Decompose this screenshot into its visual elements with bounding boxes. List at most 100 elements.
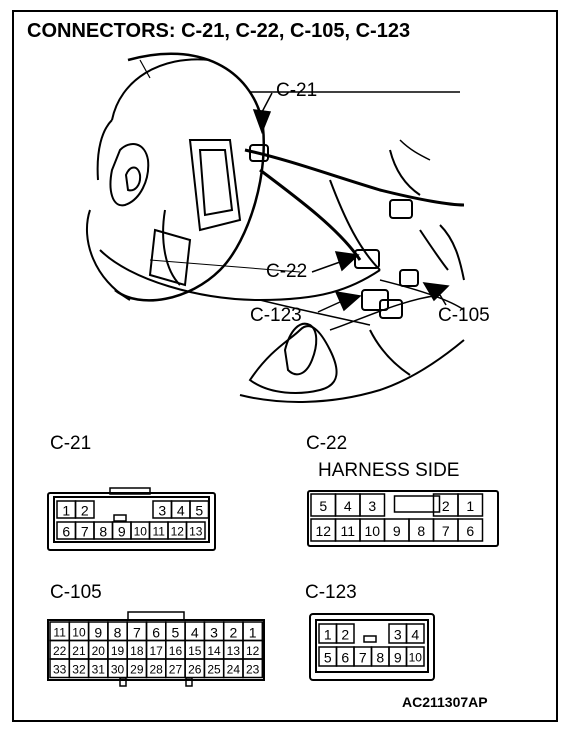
pin-number: 1 [249, 624, 257, 640]
pin-number: 16 [169, 644, 183, 658]
label-c123: C-123 [305, 582, 357, 603]
pin-number: 5 [195, 503, 203, 519]
pin-cavity [185, 521, 206, 540]
pin-number: 19 [111, 644, 125, 658]
pin-number: 8 [114, 624, 122, 640]
pin-number: 2 [442, 498, 450, 514]
pin-number: 2 [81, 503, 89, 519]
arrow-c105 [422, 282, 450, 302]
pin-number: 27 [169, 662, 183, 676]
reference-code: AC211307AP [402, 694, 488, 710]
pin-number: 8 [417, 523, 425, 539]
pin-cavity [405, 646, 425, 667]
pin-number: 1 [466, 498, 474, 514]
label-c22-harness-side: HARNESS SIDE [318, 460, 460, 481]
pin-number: 4 [191, 624, 199, 640]
pin-number: 6 [466, 523, 474, 539]
pin-number: 1 [324, 627, 332, 643]
pin-number: 3 [368, 498, 376, 514]
c21-key [113, 514, 127, 522]
pin-cavity [242, 658, 264, 679]
c22-blank-cavity [393, 495, 441, 513]
pin-number: 10 [72, 625, 86, 639]
pin-number: 11 [340, 523, 355, 539]
callout-leaders [252, 92, 450, 313]
callout-c105: C-105 [438, 305, 490, 326]
pin-number: 10 [409, 651, 423, 665]
arrow-c21 [252, 109, 272, 135]
label-c105: C-105 [50, 582, 102, 603]
pin-number: 13 [227, 644, 241, 658]
pin-number: 3 [158, 503, 166, 519]
pin-cavity [457, 518, 484, 542]
pin-number: 1 [62, 503, 70, 519]
arrow-c22 [334, 251, 360, 272]
pin-number: 6 [152, 624, 160, 640]
pin-number: 14 [207, 644, 221, 658]
pin-number: 17 [149, 644, 163, 658]
pin-number: 10 [364, 523, 380, 539]
arrow-c123 [334, 291, 362, 312]
pin-number: 9 [118, 524, 126, 540]
pin-cavity [359, 493, 386, 517]
pin-number: 3 [210, 624, 218, 640]
c123-key [363, 635, 377, 643]
pin-number: 8 [376, 650, 384, 666]
pin-number: 10 [134, 525, 148, 539]
pin-number: 12 [171, 525, 185, 539]
pin-number: 26 [188, 662, 202, 676]
label-c22: C-22 [306, 433, 348, 454]
pin-number: 7 [442, 523, 450, 539]
pin-number: 20 [92, 644, 106, 658]
pin-number: 29 [130, 662, 144, 676]
pin-number: 30 [111, 662, 125, 676]
pin-number: 28 [149, 662, 163, 676]
pin-number: 2 [229, 624, 237, 640]
pin-number: 3 [394, 627, 402, 643]
dashboard-illustration [85, 52, 465, 403]
pin-number: 5 [319, 498, 327, 514]
pin-cavity [74, 500, 95, 519]
pin-cavity [335, 623, 355, 644]
connector-c21-face [47, 487, 216, 551]
callout-c21: C-21 [276, 80, 318, 101]
callout-c22: C-22 [266, 261, 308, 282]
pin-number: 4 [177, 503, 185, 519]
pin-number: 33 [53, 662, 67, 676]
pin-number: 12 [246, 644, 260, 658]
pin-number: 5 [172, 624, 180, 640]
pin-number: 11 [53, 625, 66, 639]
figure-frame [12, 10, 558, 722]
pin-number: 15 [188, 644, 202, 658]
pin-cavity [189, 500, 210, 519]
pin-number: 11 [153, 525, 166, 539]
pin-number: 5 [324, 650, 332, 666]
pin-number: 32 [72, 662, 86, 676]
pin-number: 7 [359, 650, 367, 666]
pin-number: 22 [53, 644, 67, 658]
connector-c22-face [307, 490, 499, 547]
pin-number: 7 [81, 524, 89, 540]
pin-number: 7 [133, 624, 141, 640]
pin-number: 2 [341, 627, 349, 643]
pin-number: 23 [246, 662, 260, 676]
pin-number: 6 [341, 650, 349, 666]
pin-number: 9 [393, 523, 401, 539]
pin-number: 18 [130, 644, 144, 658]
pin-number: 4 [411, 627, 419, 643]
pin-cavity [457, 493, 484, 517]
pin-number: 12 [315, 523, 331, 539]
pin-number: 13 [189, 525, 203, 539]
pin-number: 9 [94, 624, 102, 640]
callout-c123: C-123 [250, 305, 302, 326]
label-c21: C-21 [50, 433, 92, 454]
pin-number: 25 [207, 662, 221, 676]
connector-c105-face [47, 611, 265, 687]
leader-c22-left [149, 259, 301, 273]
pin-number: 21 [72, 644, 86, 658]
figure-title: CONNECTORS: C-21, C-22, C-105, C-123 [27, 20, 411, 42]
